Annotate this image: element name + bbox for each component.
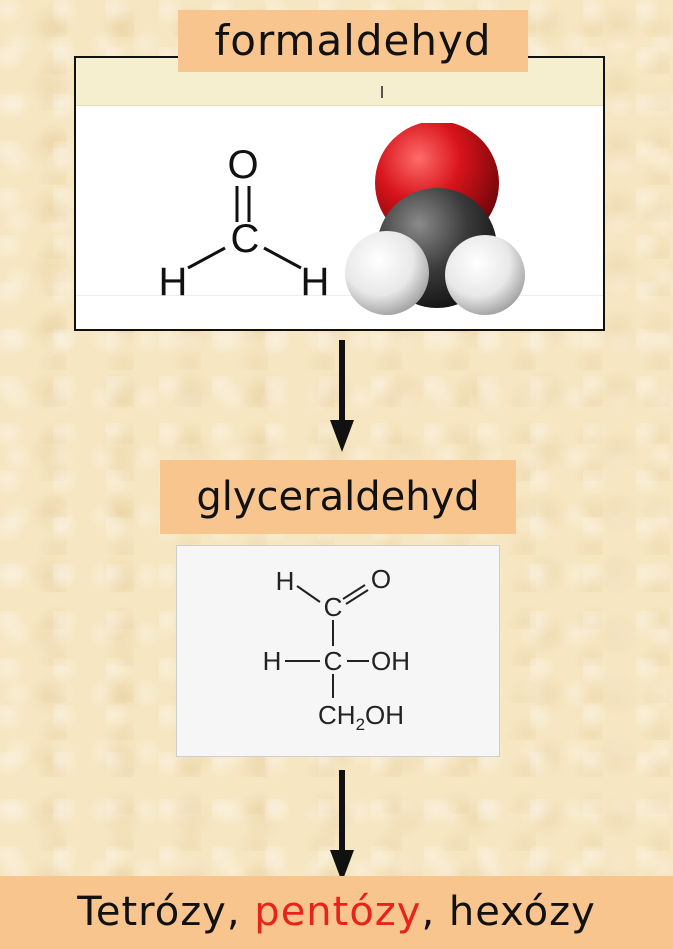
right-hydrogen-label: H	[301, 260, 330, 304]
header-tick-mark	[381, 86, 383, 98]
ch-text: CH	[318, 700, 356, 730]
formaldehyde-space-filling-model	[345, 123, 525, 315]
hydrogen-sphere-right	[445, 235, 525, 315]
glyceraldehyde-structural-formula: H C O H C OH CH2OH	[263, 564, 410, 734]
double-bond-c1-o-b	[345, 589, 369, 605]
products-text-tetrozy: Tetrózy,	[77, 889, 255, 935]
bond-left-hydrogen	[187, 246, 226, 270]
products-label: Tetrózy, pentózy, hexózy	[0, 876, 673, 949]
arrow-head	[330, 850, 354, 882]
hydrogen-sphere-left	[345, 231, 429, 315]
carbon-atom-label: C	[231, 217, 260, 261]
glyceraldehyde-title: glyceraldehyd	[160, 460, 516, 534]
mid-hydrogen-label: H	[263, 646, 282, 676]
products-text-pentozy: pentózy	[254, 889, 422, 935]
arrow-head	[330, 420, 354, 452]
double-bond-c1-o-a	[342, 584, 366, 600]
oxygen-atom-label: O	[227, 143, 258, 187]
formaldehyde-structural-formula: O C H H	[159, 143, 330, 304]
aldehyde-hydrogen-label: H	[276, 566, 295, 596]
bond-h-c1	[296, 585, 321, 603]
c2-atom-label: C	[324, 646, 343, 676]
bond-right-hydrogen	[263, 246, 302, 270]
hydroxyl-right-label: OH	[371, 646, 410, 676]
arrow-shaft	[339, 770, 345, 854]
reaction-arrow-down-2	[330, 770, 354, 882]
glyceraldehyde-panel: H C O H C OH CH2OH	[176, 545, 500, 757]
c1-atom-label: C	[324, 592, 343, 622]
ch2oh-group-label: CH2OH	[318, 700, 404, 734]
oh-text: OH	[365, 700, 404, 730]
aldehyde-oxygen-label: O	[371, 564, 391, 594]
panel-divider	[76, 295, 603, 296]
products-text-hexozy: , hexózy	[421, 889, 596, 935]
subscript-two: 2	[356, 715, 365, 734]
formaldehyde-title: formaldehyd	[178, 10, 528, 72]
left-hydrogen-label: H	[159, 260, 188, 304]
reaction-arrow-down-1	[330, 340, 354, 452]
arrow-shaft	[339, 340, 345, 424]
